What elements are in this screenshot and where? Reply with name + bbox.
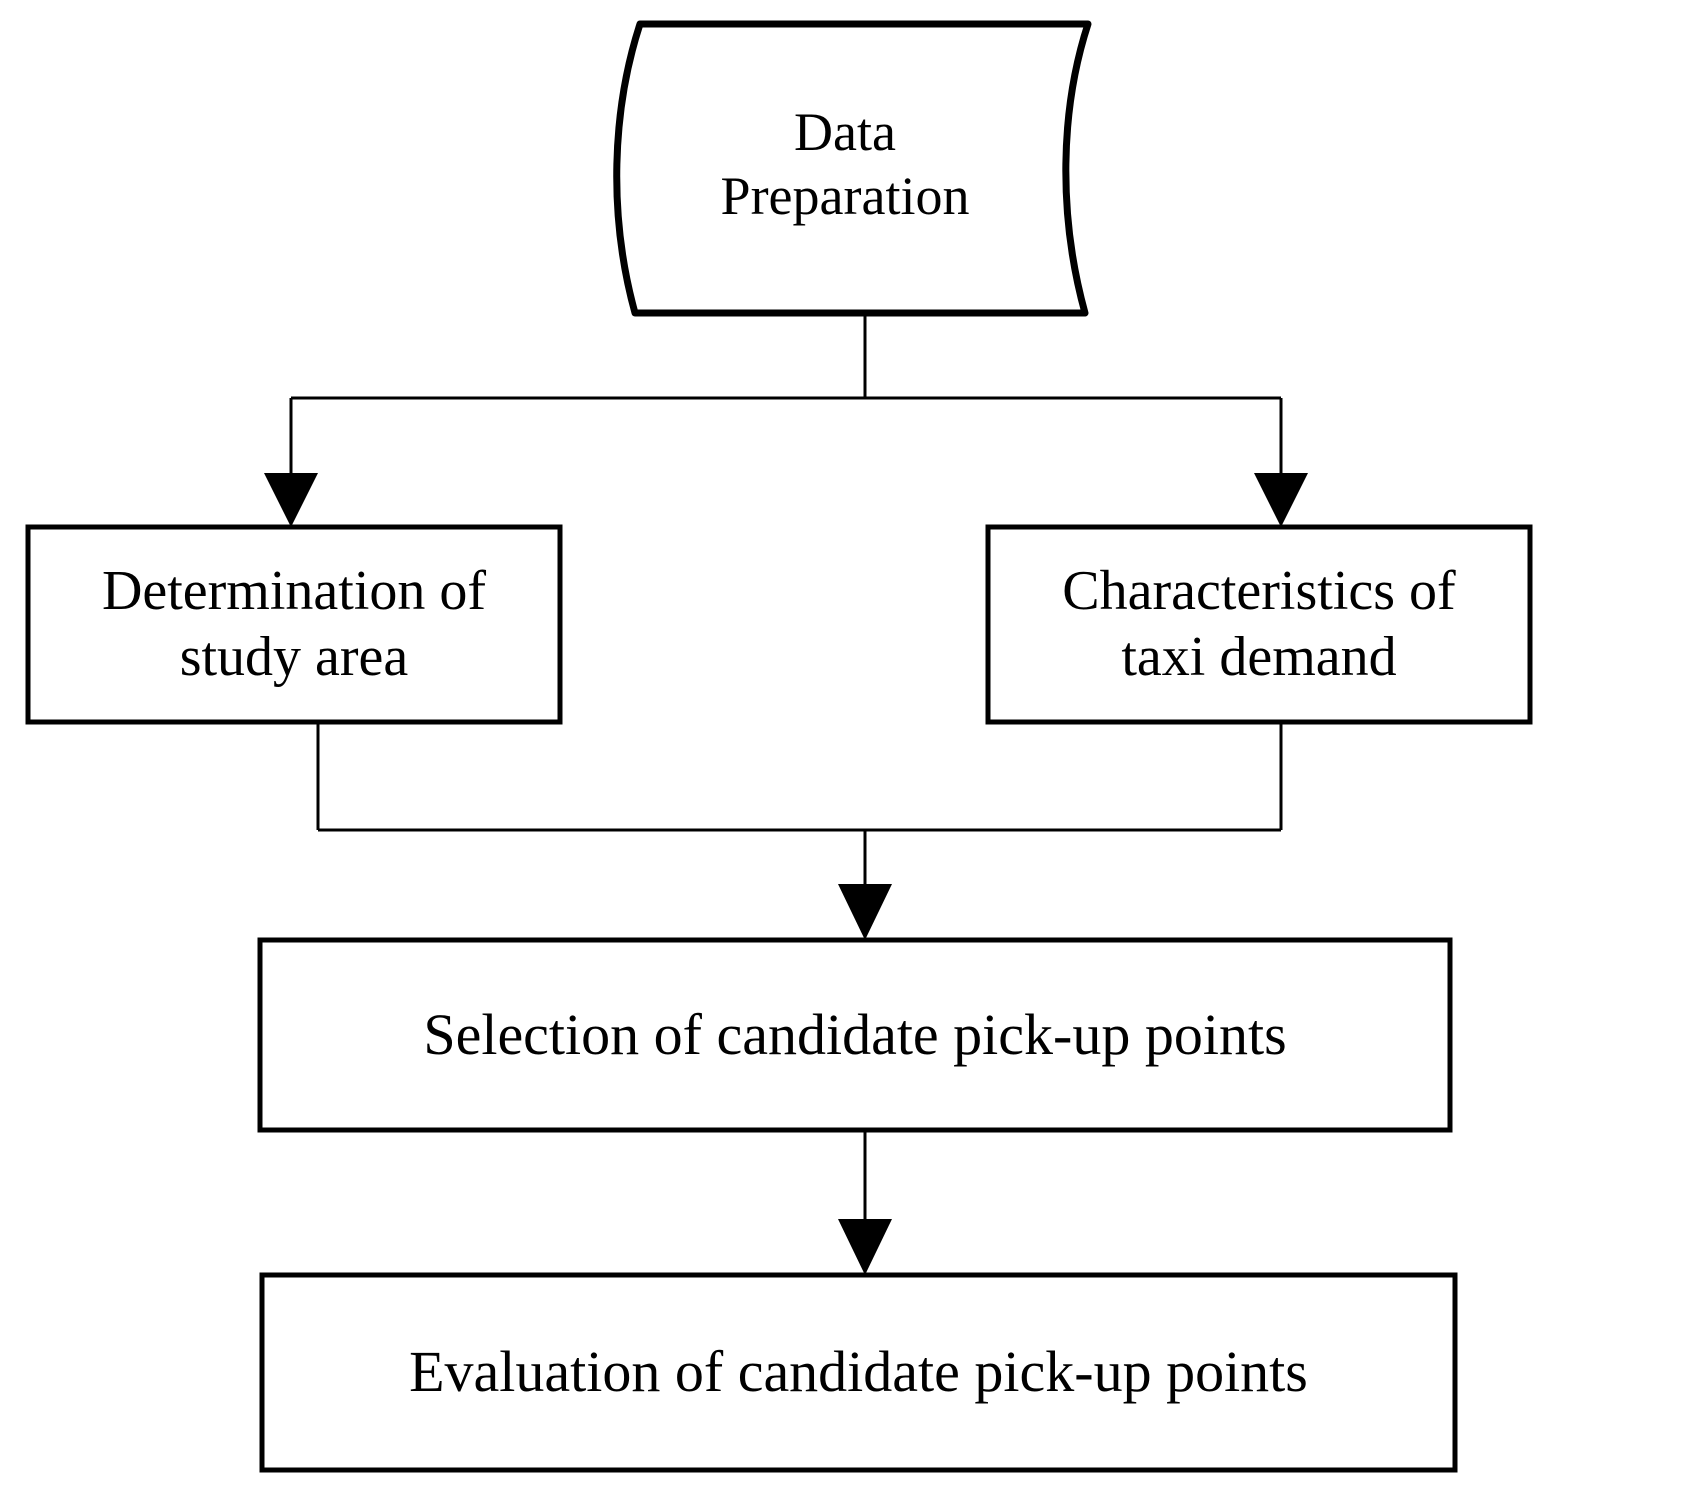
node-shape-determination-of-study-area[interactable] (25, 524, 563, 725)
edge-prep-split (289, 313, 1283, 480)
arrowhead-to-evaluation (838, 1219, 892, 1275)
edge-merge-to-selection (316, 722, 1283, 888)
node-shape-selection-of-candidate-pick-up-points[interactable] (257, 937, 1453, 1133)
arrowhead-to-characteristics (1254, 473, 1308, 527)
node-shape-data-preparation[interactable] (613, 20, 1092, 317)
node-shape-characteristics-of-taxi-demand[interactable] (985, 524, 1533, 725)
arrowhead-to-selection (838, 884, 892, 940)
node-shape-evaluation-of-candidate-pick-up-points[interactable] (259, 1272, 1458, 1473)
arrowhead-to-determination (264, 473, 318, 527)
